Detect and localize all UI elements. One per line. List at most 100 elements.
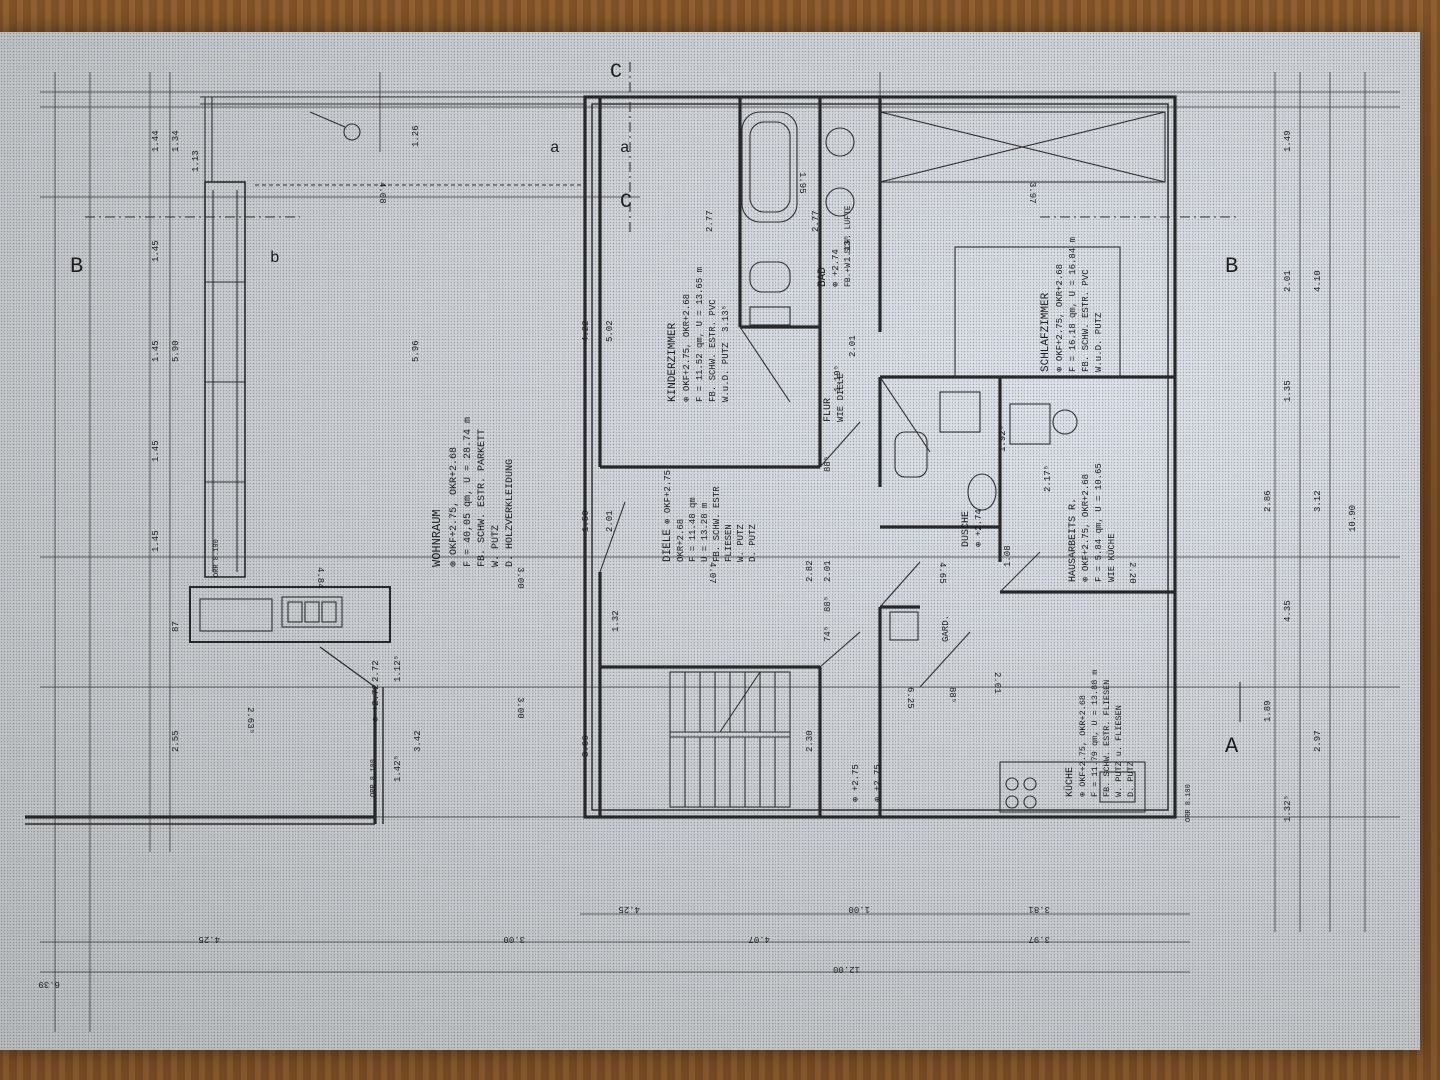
dimension-label: 2.01 — [848, 335, 858, 357]
room-name: KÜCHE — [1063, 767, 1076, 797]
room-name: KINDERZIMMER — [667, 322, 679, 402]
dimension-label: 6.39 — [38, 979, 60, 989]
section-label-a-small: a — [550, 139, 560, 157]
dimension-label: 3.00 — [515, 697, 525, 719]
room-name: HAUSARBEITS R. — [1068, 498, 1079, 582]
floor-plan-sheet: C C B B A a a b WOHNRAUM ⊕ OKF+2.75, OKR… — [0, 32, 1420, 1050]
dimension-label: 1.08 — [1003, 545, 1013, 567]
room-bad: BAD ⊕ +2.74 FB.+W. SCH. LUFTE — [817, 205, 853, 287]
dimension-label: 1.89 — [1263, 700, 1273, 722]
room-detail: FB. SCHW. ESTR. PARKETT — [477, 429, 488, 567]
dimension-label: 2.01 — [992, 672, 1002, 694]
dimension-label: 4.07 — [707, 562, 717, 584]
room-detail: F = 11.48 qm — [688, 497, 698, 562]
dimension-label: 1.13 — [191, 150, 201, 172]
room-detail: D. PUTZ — [1126, 761, 1136, 797]
room-detail: FB. SCHW. ESTR. PVC — [708, 299, 718, 402]
room-name: DIELE — [662, 529, 674, 562]
room-name: WOHNRAUM — [430, 509, 444, 567]
room-detail: W.u.D. PUTZ — [1094, 312, 1104, 372]
dimension-label: 3.97 — [1027, 182, 1037, 204]
section-label-b-small: b — [270, 249, 280, 267]
dimension-label: 2.01 — [1283, 270, 1293, 292]
dimension-label: 4.22 — [581, 320, 591, 342]
dimension-label: 1.50 — [581, 510, 591, 532]
dimension-label: 1.32⁵ — [1283, 795, 1293, 822]
dimension-label: 2.82 — [805, 560, 815, 582]
room-detail: F = 11.52 qm, U = 13.65 m — [695, 267, 705, 402]
section-markers: C C B B A a a b — [70, 61, 1241, 759]
dimension-label: 1.45 — [151, 440, 161, 462]
dimension-label: 2.63⁵ — [245, 707, 255, 734]
section-label: C — [620, 191, 632, 214]
room-hausarbeitsraum: HAUSARBEITS R. ⊕ OKF+2.75, OKR+2.68 F = … — [1068, 463, 1117, 582]
elevation-label: ⊕ +2.75 — [851, 764, 861, 802]
section-label-b-left: B — [70, 254, 83, 279]
dimension-label: 3.81 — [1028, 904, 1050, 914]
dimension-lines — [40, 72, 1400, 1032]
section-label-b-right: B — [1225, 254, 1238, 279]
dimension-label: 88⁵ — [823, 456, 833, 472]
section-label-a-right: A — [1225, 734, 1239, 759]
dimension-label: 1.45 — [151, 340, 161, 362]
room-detail: F = 16.18 qm, U = 16.84 m — [1068, 237, 1078, 372]
elevation-label: ⊕ +2.75 — [873, 764, 883, 802]
room-name: FLUR — [823, 398, 834, 422]
room-kueche: KÜCHE ⊕ OKF+2.75, OKR+2.68 F = 11.79 qm,… — [1063, 669, 1136, 797]
dimension-label: 6.25 — [905, 687, 915, 709]
room-detail: ⊕ OKF+2.75, OKR+2.68 — [682, 294, 692, 402]
room-detail: U = 13.28 m — [700, 503, 710, 562]
dimension-label: 4.07 — [748, 934, 770, 944]
dimension-label: 1.35 — [1283, 380, 1293, 402]
dimension-label: 1.44 — [151, 130, 161, 152]
room-detail: ⊕ +2.74 — [974, 509, 984, 547]
dimension-label: 5.96 — [411, 340, 421, 362]
room-flur: FLUR WIE DIELE — [823, 373, 846, 422]
dimension-label: 12.00 — [833, 964, 860, 974]
room-detail: FB. SCHW. ESTR — [712, 486, 722, 562]
dimension-label: 88⁵ — [823, 596, 833, 612]
dimension-label: ORR 8.100 — [213, 539, 221, 577]
dimension-label: 1.45 — [151, 530, 161, 552]
room-detail: ⊕ OKF+2.75, OKR+2.68 — [449, 447, 460, 567]
dimension-label: 2.01 — [605, 510, 615, 532]
room-detail: FB. SCHW. ESTR. FLIESEN — [1102, 680, 1112, 797]
dimension-label: 4.25 — [618, 904, 640, 914]
room-detail: ⊕ OKF+2.75 — [663, 470, 673, 524]
room-detail: WIE KÜCHE — [1106, 533, 1117, 582]
room-gard: GARD. — [941, 615, 951, 642]
room-detail: ⊕ OKF+2.75, OKR+2.68 — [1055, 264, 1065, 372]
room-name: DUSCHE — [961, 511, 972, 547]
room-wohnraum: WOHNRAUM ⊕ OKF+2.75, OKR+2.68 F = 40,05 … — [430, 417, 516, 567]
dimension-label: 2.55 — [171, 730, 181, 752]
dimension-label: 2.77 — [811, 210, 821, 232]
dimension-label: 3.13⁵ — [721, 305, 731, 332]
dimension-label: 3.00 — [515, 567, 525, 589]
dimension-label: 2.97 — [1313, 730, 1323, 752]
room-detail: D. HOLZVERKLEIDUNG — [505, 459, 516, 567]
dimension-label: 5.02 — [605, 320, 615, 342]
elevation-marks: ⊕ +2.75 ⊕ +2.75 ⊕ +2.72 — [371, 684, 883, 802]
section-label: C — [610, 61, 622, 84]
dimension-label: 4.10 — [1313, 270, 1323, 292]
dimension-label: 2.01 — [823, 560, 833, 582]
dimension-label: ORR 8.100 — [1185, 784, 1193, 822]
room-diele: DIELE ⊕ OKF+2.75 OKR+2.68 F = 11.48 qm U… — [662, 470, 758, 562]
room-detail: ⊕ +2.74 — [831, 249, 841, 287]
dimension-label: 1.12⁵ — [393, 655, 403, 682]
floor-plan-drawing: C C B B A a a b WOHNRAUM ⊕ OKF+2.75, OKR… — [25, 61, 1400, 1032]
dimension-label: 4.35 — [1283, 600, 1293, 622]
room-detail: F = 40,05 qm, U = 28.74 m — [463, 417, 474, 567]
section-label-a-small: a — [620, 139, 630, 157]
dimension-label: 1.00 — [848, 904, 870, 914]
room-kinderzimmer: KINDERZIMMER ⊕ OKF+2.75, OKR+2.68 F = 11… — [667, 267, 731, 402]
room-name: BAD — [817, 267, 829, 287]
room-schlafzimmer: SCHLAFZIMMER ⊕ OKF+2.75, OKR+2.68 F = 16… — [1040, 237, 1104, 372]
dimension-labels: 1.44 1.34 1.13 1.45 1.45 1.45 1.45 5.90 … — [38, 125, 1358, 989]
dimension-label: 1.32 — [611, 610, 621, 632]
room-detail: OKR+2.68 — [676, 519, 686, 562]
dimension-label: 1.45 — [151, 240, 161, 262]
dimension-label: 4.65 — [937, 562, 947, 584]
dimension-label: 2.77 — [705, 210, 715, 232]
dimension-label: 2.30 — [805, 730, 815, 752]
